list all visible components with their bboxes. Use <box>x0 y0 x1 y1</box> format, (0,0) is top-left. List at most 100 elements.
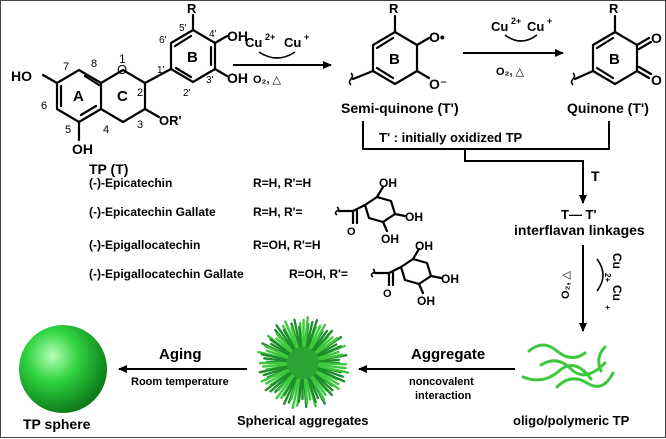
oh-3p-label: OH <box>227 70 248 86</box>
pos-3: 3 <box>137 119 143 131</box>
r-label: R <box>187 1 197 16</box>
bond-7-oh <box>43 75 57 83</box>
step1-conditions: O₂, △ <box>253 74 282 86</box>
spherical-aggregate <box>258 317 348 408</box>
galloyl1-oh-b: OH <box>405 210 423 224</box>
compound-1-name: (-)-Epicatechin <box>89 176 172 190</box>
pos-1p: 1' <box>157 65 165 76</box>
semiquinone-r-label: R <box>389 1 399 16</box>
step2-conditions: O₂, △ <box>496 66 525 78</box>
pos-2p: 2' <box>183 88 191 99</box>
compound-1-sub: R=H, R'=H <box>253 176 311 190</box>
oh-7-label: HO <box>11 68 32 84</box>
pos-5: 5 <box>65 124 71 136</box>
semiquinone-bond-o1 <box>417 38 429 45</box>
bond-3-or <box>145 109 159 117</box>
galloyl1-ring <box>365 197 395 222</box>
compound-2-name: (-)-Epicatechin Gallate <box>89 205 216 219</box>
aggregate-title: Aggregate <box>411 346 485 363</box>
polymer-fibers <box>523 345 613 387</box>
step2-cu-right-charge: + <box>547 16 552 26</box>
oh-5-label: OH <box>72 141 93 157</box>
galloyl-group-1: O OH OH OH <box>336 176 424 246</box>
step1-cu-right: Cu <box>284 35 301 50</box>
to-linkage-arrow <box>465 149 583 203</box>
galloyl2-oh-c: OH <box>417 294 435 308</box>
pos-2: 2 <box>137 87 143 99</box>
bond-3p-oh <box>215 69 227 76</box>
semiquinone-structure: R B O• O⁻ Semi-quinone (T') <box>341 1 459 116</box>
linkage-label: interflavan linkages <box>514 222 645 238</box>
galloyl2-wavy <box>372 269 375 277</box>
quinone-co-2 <box>637 67 651 78</box>
tp-label: TP (T) <box>89 161 128 177</box>
semiquinone-wavy <box>350 73 353 85</box>
tp-sphere <box>19 325 107 413</box>
semiquinone-label: Semi-quinone (T') <box>341 100 459 116</box>
quinone-o2: O <box>651 72 662 88</box>
quinone-co-1 <box>637 38 651 49</box>
polymer-label: oligo/polymeric TP <box>513 413 630 428</box>
step1-cu-left-charge: 2+ <box>265 32 275 42</box>
spherical-label: Spherical aggregates <box>237 413 369 428</box>
bond-4p-oh <box>215 36 227 43</box>
ring-a-label: A <box>73 88 84 105</box>
step2-cu-left: Cu <box>491 19 508 34</box>
galloyl-group-2: O OH OH OH <box>372 239 460 308</box>
quinone-ring-label: B <box>609 51 620 68</box>
aging-sub: Room temperature <box>131 376 229 388</box>
step1-cu-right-charge: + <box>304 32 309 42</box>
ring-c-label: C <box>117 88 128 105</box>
quinone-r-label: R <box>609 1 619 16</box>
galloyl2-o: O <box>383 288 392 300</box>
quinone-bond-link <box>575 71 593 79</box>
pos-6: 6 <box>41 100 47 112</box>
pos-7: 7 <box>63 61 69 73</box>
pos-4p: 4' <box>209 29 217 40</box>
step3-arrow: O₂, △ Cu 2+ Cu + <box>560 245 624 331</box>
step2-arrow: Cu 2+ Cu + O₂, △ <box>463 16 563 78</box>
linkage-formula: T— T' <box>561 207 597 222</box>
step3-cu-a: Cu <box>610 253 624 269</box>
compound-4-name: (-)-Epigallocatechin Gallate <box>89 267 244 281</box>
or-label: OR' <box>159 113 182 128</box>
semiquinone-ring-label: B <box>389 51 400 68</box>
pos-5p: 5' <box>179 23 187 34</box>
compound-3-sub: R=OH, R'=H <box>253 238 321 252</box>
step2-cu-left-charge: 2+ <box>511 16 521 26</box>
sphere-label: TP sphere <box>23 416 91 432</box>
step2-cu-right: Cu <box>527 19 544 34</box>
pos-8: 8 <box>91 58 97 70</box>
galloyl1-o: O <box>347 226 356 238</box>
aggregate-sub1: noncovalent <box>409 376 474 388</box>
pos-3p: 3' <box>206 75 214 86</box>
aggregate-sub2: interaction <box>415 390 472 402</box>
step3-cu-b: Cu <box>610 285 624 301</box>
aging-title: Aging <box>159 346 202 363</box>
compound-3-name: (-)-Epigallocatechin <box>89 238 200 252</box>
compound-2-sub: R=H, R'= <box>253 205 303 219</box>
galloyl2-oh-bonds <box>413 249 441 293</box>
bracket-note: T' : initially oxidized TP <box>379 130 523 145</box>
pos-4: 4 <box>103 124 109 136</box>
o-ring-c: O <box>117 62 127 77</box>
galloyl1-oh-a: OH <box>379 176 397 190</box>
galloyl2-carbonyl <box>375 267 401 285</box>
step2-cu-curve <box>505 35 537 41</box>
tp-structure: HO 7 8 1 O 2 6 5 4 3 OH OR' A C B R 5' 6… <box>11 1 248 177</box>
pos-6p: 6' <box>159 35 167 46</box>
galloyl1-oh-c: OH <box>381 232 399 246</box>
galloyl1-oh-bonds <box>377 187 405 231</box>
step3-conditions: O₂, △ <box>560 270 572 299</box>
step1-cu-left: Cu <box>245 35 262 50</box>
galloyl1-wavy <box>336 207 339 215</box>
step3-cu-curve <box>597 259 603 291</box>
step3-cu-a-charge: 2+ <box>603 273 612 282</box>
galloyl2-oh-a: OH <box>415 239 433 253</box>
semiquinone-bond-link <box>353 71 373 79</box>
semiquinone-o-minus: O⁻ <box>429 76 447 92</box>
galloyl2-ring <box>401 259 431 284</box>
step3-cu-b-charge: + <box>603 305 612 310</box>
